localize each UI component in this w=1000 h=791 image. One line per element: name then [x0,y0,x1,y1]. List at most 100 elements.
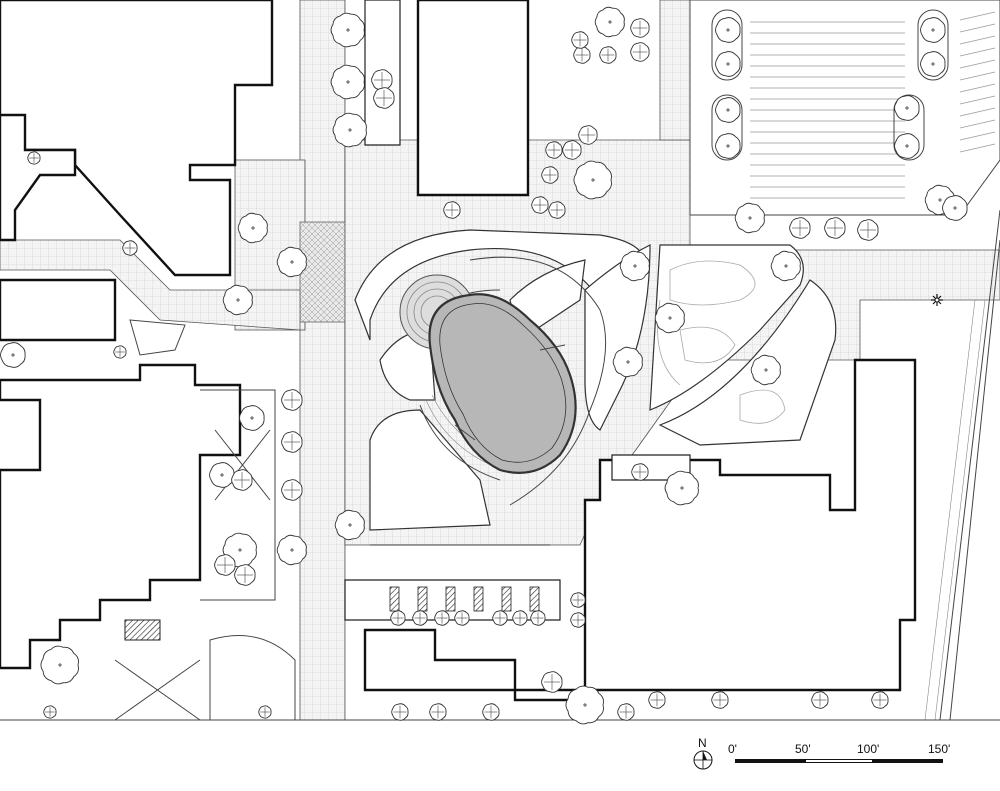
tree-icon [631,463,649,481]
parking-marker [529,586,540,612]
tree-icon [330,64,365,100]
tree-icon [570,592,586,608]
tree-icon [330,12,365,48]
tree-icon [373,87,395,109]
tree-icon [113,345,127,359]
tree-icon [715,133,741,159]
parking-marker [501,586,512,612]
tree-icon [541,671,563,693]
tree-icon [281,479,303,501]
tree-icon [231,469,253,491]
tree-icon [715,97,741,123]
tree-icon [332,112,367,148]
tree-icon [43,705,57,719]
tree-icon [811,691,829,709]
tree-icon [412,610,428,626]
tree-icon [857,219,879,241]
tree-icon [548,201,566,219]
tree-icon [531,196,549,214]
tree-icon [770,250,801,282]
tree-icon [545,141,563,159]
tree-icon [734,202,765,234]
scale-tick-150: 150' [928,742,950,756]
tree-icon [541,166,559,184]
tree-icon [920,17,946,43]
scale-tick-50: 50' [795,742,811,756]
scale-tick-100: 100' [857,742,879,756]
tree-icon [434,610,450,626]
tree-icon [562,140,582,160]
tree-icon [664,470,699,506]
tree-icon [239,405,265,431]
tree-icon [234,564,256,586]
tree-icon [711,691,729,709]
trees [0,6,968,725]
tree-icon [612,346,643,378]
compass-marker-icon [931,294,943,306]
tree-icon [214,554,236,576]
tree-icon [617,703,635,721]
tree-icon [573,46,591,64]
tree-icon [27,151,41,165]
tree-icon [258,705,272,719]
parking-marker [473,586,484,612]
tree-icon [630,42,650,62]
tree-icon [482,703,500,721]
tree-icon [594,6,625,38]
tree-icon [281,431,303,453]
building-southwest [0,363,242,670]
building-north-center [416,0,530,197]
tree-icon [599,46,617,64]
building-west-wing [0,113,77,242]
tree-icon [571,31,589,49]
pond [428,293,577,474]
tree-icon [334,509,365,541]
tree-icon [222,284,253,316]
tree-icon [648,691,666,709]
north-arrow: N [693,736,713,770]
tree-icon [715,51,741,77]
tree-icon [920,51,946,77]
tree-icon [715,17,741,43]
tree-icon [942,195,968,221]
buildings [0,0,917,702]
building-west-small [0,278,117,342]
tree-icon [565,685,604,725]
parking-marker [389,586,400,612]
tree-icon [573,160,612,200]
tree-icon [619,250,650,282]
south-stalls [389,586,540,612]
north-arrow-label: N [698,736,707,750]
tree-icon [122,240,138,256]
tree-icon [894,133,920,159]
east-lawn [649,244,837,446]
tree-icon [276,246,307,278]
tree-icon [654,302,685,334]
tree-icon [371,69,393,91]
site-walls [0,319,1000,721]
tree-icon [570,612,586,628]
tree-icon [390,610,406,626]
building-northwest [0,0,274,277]
tree-icon [40,645,79,685]
tree-icon [281,389,303,411]
tree-icon [530,610,546,626]
tree-icon [0,342,26,368]
tree-icon [789,217,811,239]
tree-icon [578,125,598,145]
tree-icon [237,212,268,244]
pond-water [439,303,567,463]
tree-icon [824,217,846,239]
tree-icon [492,610,508,626]
scale-bar: 0' 50' 100' 150' [728,742,950,763]
tree-icon [871,691,889,709]
tree-icon [443,201,461,219]
scale-tick-0: 0' [728,742,737,756]
railroad [924,209,1000,721]
parking-lot [689,0,1000,216]
tree-icon [391,703,409,721]
tree-icon [750,354,781,386]
tree-icon [429,703,447,721]
tree-icon [454,610,470,626]
